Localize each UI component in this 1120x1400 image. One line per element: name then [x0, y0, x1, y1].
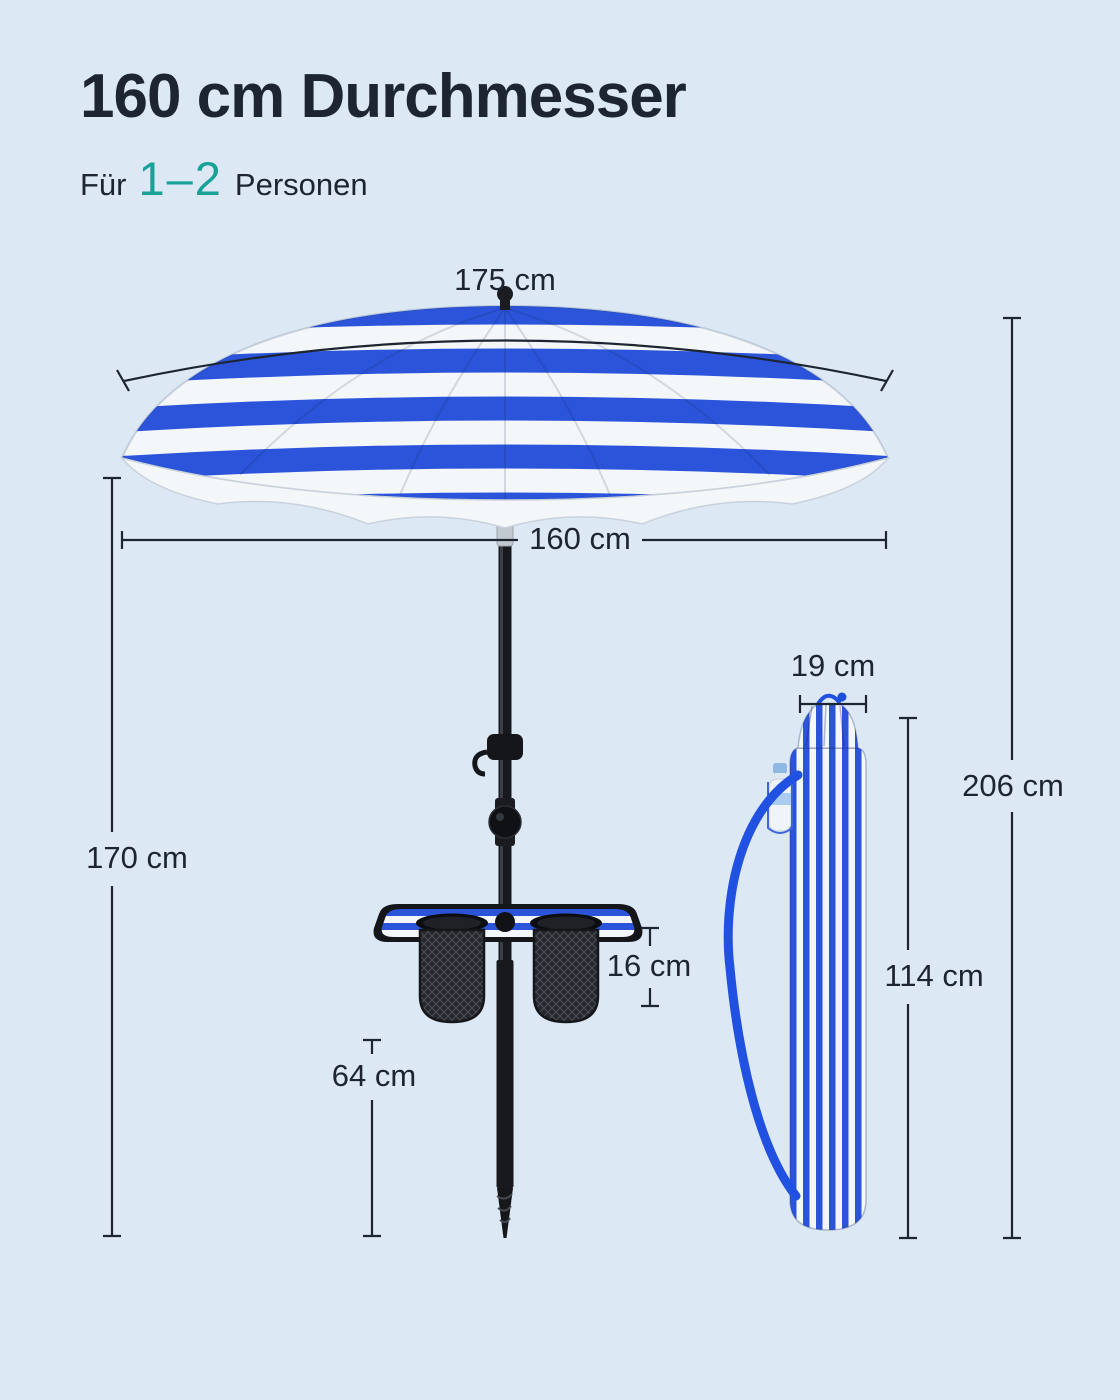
bag-strap — [723, 770, 803, 1201]
canopy-rib-seams — [239, 307, 771, 500]
dim-label-bag-height: 114 cm — [884, 958, 984, 993]
cup-holder-left — [418, 928, 486, 1024]
tilt-knob — [488, 798, 522, 846]
bag-body — [789, 747, 867, 1231]
dim-label-table-to-ground: 64 cm — [331, 1058, 417, 1093]
dim-label-canopy-diameter: 160 cm — [529, 521, 631, 556]
dim-total-height — [1003, 316, 1021, 1240]
bottle-mesh-pocket — [767, 782, 793, 834]
dim-canopy-diameter — [120, 531, 888, 549]
dim-bag-width — [798, 695, 868, 713]
dim-label-bag-width: 19 cm — [790, 648, 876, 683]
header: 160 cm Durchmesser Für 1–2 Personen — [80, 62, 687, 206]
dim-table-thickness — [641, 926, 659, 1008]
umbrella-canopy — [119, 286, 891, 529]
cup-hole-right — [530, 913, 602, 933]
dim-label-table-thickness: 16 cm — [606, 948, 692, 983]
drink-table — [373, 904, 643, 1024]
subtitle-prefix: Für — [80, 167, 127, 203]
dim-bag-height — [899, 716, 917, 1240]
cup-hole-left — [416, 913, 488, 933]
cup-holder-right — [532, 928, 600, 1024]
dim-pole-height — [103, 476, 121, 1238]
drawstring-toggle — [837, 692, 847, 702]
subtitle: Für 1–2 Personen — [80, 151, 686, 206]
dim-label-total-height: 206 cm — [962, 768, 1064, 803]
table-pole-hub — [495, 912, 515, 932]
carry-bag — [723, 692, 867, 1231]
dim-table-to-ground — [363, 1038, 381, 1238]
subtitle-persons-count: 1–2 — [138, 152, 223, 206]
ground-screw — [496, 1188, 513, 1238]
pole-hook-clip — [472, 734, 523, 777]
dimension-lines — [103, 316, 1021, 1240]
bag-drawstring — [816, 693, 842, 706]
canopy-finial — [497, 286, 513, 310]
page-title: 160 cm Durchmesser — [80, 62, 687, 131]
dim-canopy-arc-width — [116, 339, 894, 392]
canopy-valance — [119, 456, 891, 529]
dim-label-canopy-arc-width: 175 cm — [454, 262, 556, 297]
subtitle-suffix: Personen — [234, 167, 368, 203]
bag-fold-lines — [805, 703, 845, 747]
dim-label-pole-height: 170 cm — [86, 840, 188, 875]
